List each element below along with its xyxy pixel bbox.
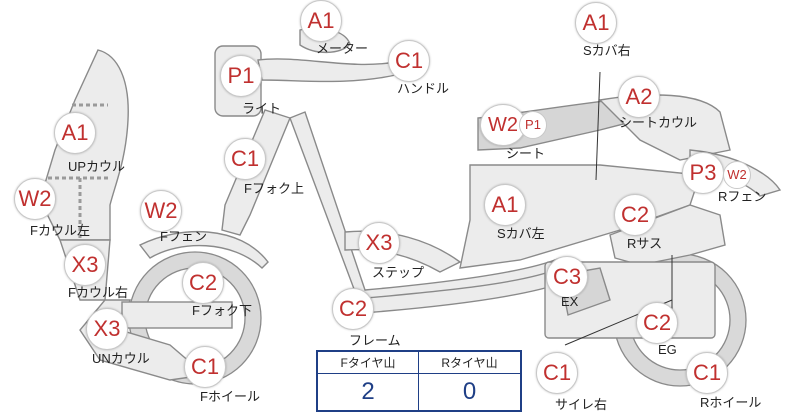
- part-label-fwheel: Fホイール: [200, 389, 260, 404]
- part-code-up-cowl: A1: [54, 112, 96, 154]
- part-label-handlebar: ハンドル: [397, 81, 450, 96]
- part-label-seat: シート: [506, 146, 546, 161]
- part-label-ffork-lower: Fフォク下: [192, 303, 252, 318]
- part-code-exhaust: C3: [546, 256, 588, 298]
- part-code-silencer-right: C1: [536, 352, 578, 394]
- part-label-silencer-right: サイレ右: [555, 397, 608, 412]
- part-label-fcowl-left: Fカウル左: [30, 223, 90, 238]
- part-code-under-cowl: X3: [86, 308, 128, 350]
- part-code-ffork-lower: C2: [182, 262, 224, 304]
- front-fender-shape: [138, 231, 269, 269]
- part-code-fwheel: C1: [184, 346, 226, 388]
- part-label-fcowl-right: Fカウル右: [68, 285, 128, 300]
- part-code-scover-right: A1: [575, 2, 617, 44]
- rear-tire-value: 0: [462, 378, 477, 405]
- part-label-scover-right: Sカバ右: [583, 43, 631, 58]
- leader-line-scover-right: [595, 71, 601, 181]
- part-label-headlight: ライト: [242, 101, 282, 116]
- part-label-rwheel: Rホイール: [700, 395, 762, 410]
- part-label-under-cowl: UNカウル: [92, 351, 150, 366]
- part-subcode-seat: P1: [519, 111, 547, 139]
- part-label-step: ステップ: [372, 265, 425, 280]
- part-label-frame: フレーム: [349, 333, 401, 348]
- rear-tire-header: Rタイヤ山: [419, 352, 520, 374]
- part-label-rfender: Rフェン: [718, 189, 767, 204]
- part-label-scover-left: Sカバ左: [497, 226, 545, 241]
- part-code-meter: A1: [300, 0, 342, 42]
- handlebar-shape: [257, 58, 401, 83]
- part-code-seat-cowl: A2: [618, 76, 660, 118]
- front-tire-value: 2: [318, 374, 419, 410]
- part-code-seat: W2: [480, 104, 526, 146]
- part-code-rsus: C2: [614, 194, 656, 236]
- rear-shock-shape: [609, 204, 726, 266]
- part-code-rwheel: C1: [686, 352, 728, 394]
- front-tire-header: Fタイヤ山: [318, 352, 419, 374]
- part-code-fcowl-left: W2: [14, 178, 56, 220]
- part-label-rsus: Rサス: [627, 236, 663, 251]
- part-code-step: X3: [358, 222, 400, 264]
- part-code-headlight: P1: [220, 55, 262, 97]
- part-label-meter: メーター: [316, 41, 369, 56]
- part-code-ffender: W2: [140, 190, 182, 232]
- part-code-fcowl-right: X3: [64, 244, 106, 286]
- part-subcode-rfender: W2: [723, 161, 751, 189]
- part-code-handlebar: C1: [388, 40, 430, 82]
- part-code-engine: C2: [636, 302, 678, 344]
- part-label-up-cowl: UPカウル: [68, 159, 126, 174]
- tire-tread-table: Fタイヤ山 Rタイヤ山 2 0: [316, 350, 522, 412]
- front-fork-lower-shape: [121, 301, 233, 329]
- part-label-exhaust: EX: [561, 294, 579, 309]
- part-code-frame: C2: [332, 288, 374, 330]
- part-label-ffork-upper: Fフォク上: [244, 181, 304, 196]
- part-label-seat-cowl: シートカウル: [619, 115, 698, 130]
- part-label-engine: EG: [658, 342, 677, 357]
- part-code-ffork-upper: C1: [224, 138, 266, 180]
- part-label-ffender: Fフェン: [160, 229, 207, 244]
- part-code-scover-left: A1: [484, 184, 526, 226]
